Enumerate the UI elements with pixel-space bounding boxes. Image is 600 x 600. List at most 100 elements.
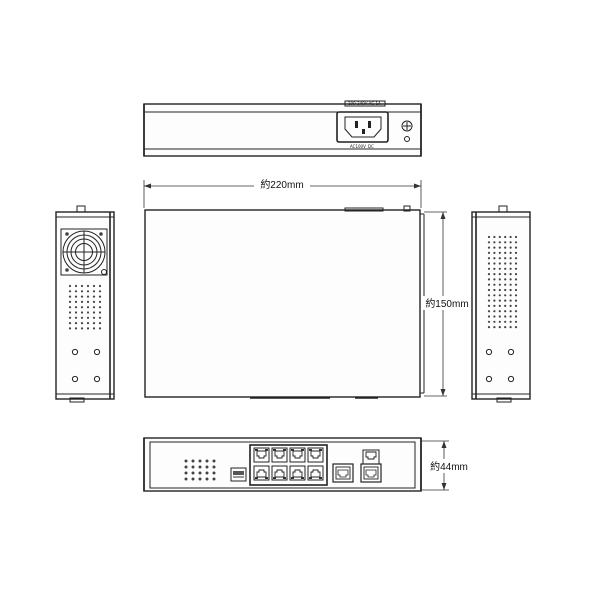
vent-hole <box>498 262 501 265</box>
ac-inlet <box>336 111 389 143</box>
led-hole <box>198 459 202 463</box>
vent-hole <box>509 257 512 260</box>
led-hole <box>212 459 216 463</box>
vent-hole <box>493 315 496 318</box>
vent-hole <box>493 235 496 239</box>
vent-hole <box>509 315 512 318</box>
vent-hole <box>514 273 518 276</box>
rear-view: 100-240V AC 1A AC100V DC <box>143 100 422 157</box>
vent-hole <box>493 273 496 276</box>
vent-hole <box>504 278 507 281</box>
front-view: 約44mm <box>143 437 472 492</box>
vent-hole <box>68 311 72 314</box>
vent-hole <box>98 311 102 314</box>
led-indicator-grid <box>184 459 216 481</box>
width-label: 約220mm <box>260 178 303 191</box>
vent-hole <box>514 288 518 292</box>
vent-hole <box>487 326 491 329</box>
vent-hole <box>74 306 78 309</box>
vent-hole <box>509 283 512 286</box>
vent-hole <box>498 257 501 260</box>
vent-hole <box>487 294 491 297</box>
vent-hole <box>509 262 512 265</box>
vent-hole <box>514 320 518 323</box>
vent-hole <box>509 246 512 249</box>
vent-hole <box>498 310 501 313</box>
vent-hole <box>92 311 96 314</box>
power-label: AC100V <box>350 144 366 149</box>
vent-hole <box>98 306 102 309</box>
vent-hole <box>74 316 78 319</box>
vent-hole <box>509 241 512 244</box>
vent-hole <box>493 267 496 270</box>
vent-hole <box>493 299 496 302</box>
vent-hole <box>498 235 501 239</box>
vent-hole <box>487 315 491 318</box>
vent-hole <box>487 257 491 260</box>
vent-hole <box>74 295 78 298</box>
rj45-port <box>253 447 270 463</box>
vent-hole <box>509 320 512 323</box>
vent-hole <box>74 327 78 330</box>
vent-hole <box>514 262 518 265</box>
vent-hole <box>487 299 491 302</box>
sfp-port <box>360 449 382 483</box>
vent-hole <box>504 299 507 302</box>
vent-hole <box>80 290 84 293</box>
vent-hole <box>504 288 507 292</box>
vent-hole <box>514 304 518 307</box>
vent-hole <box>487 304 491 307</box>
led-hole <box>205 465 209 469</box>
sfp-port-block <box>332 449 382 483</box>
vent-hole <box>514 278 518 281</box>
vent-hole <box>493 288 496 292</box>
vent-hole <box>487 283 491 286</box>
led-hole <box>191 477 195 481</box>
vent-hole <box>509 310 512 313</box>
vent-hole <box>493 278 496 281</box>
vent-hole <box>92 306 96 309</box>
vent-hole <box>86 284 90 288</box>
led-hole <box>198 471 202 475</box>
vent-hole <box>68 306 72 309</box>
vent-hole <box>493 262 496 265</box>
vent-hole <box>509 267 512 270</box>
vent-hole <box>68 290 72 293</box>
vent-hole <box>493 320 496 323</box>
vent-hole <box>514 283 518 286</box>
vent-hole <box>86 316 90 319</box>
height-label: 約44mm <box>430 460 468 473</box>
vent-hole <box>498 326 501 329</box>
vent-hole <box>487 246 491 249</box>
vent-hole <box>86 306 90 309</box>
right-side-view <box>471 205 531 403</box>
top-view: 約220mm 約150mm <box>143 177 472 399</box>
left-side-view <box>55 205 115 403</box>
led-hole <box>212 477 216 481</box>
depth-label: 約150mm <box>425 297 468 310</box>
vent-hole <box>487 273 491 276</box>
vent-hole <box>92 290 96 293</box>
vent-hole <box>498 273 501 276</box>
vent-hole <box>493 304 496 307</box>
vent-hole <box>68 300 72 303</box>
vent-hole <box>509 299 512 302</box>
vent-hole <box>493 251 496 254</box>
vent-hole <box>498 278 501 281</box>
vent-hole <box>498 304 501 307</box>
vent-hole <box>504 241 507 244</box>
vent-hole <box>509 326 512 329</box>
vent-hole <box>80 295 84 298</box>
vent-grid-left <box>68 284 102 330</box>
vent-hole <box>74 284 78 288</box>
vent-hole <box>498 315 501 318</box>
vent-hole <box>487 310 491 313</box>
vent-hole <box>514 241 518 244</box>
vent-hole <box>92 284 96 288</box>
vent-hole <box>493 246 496 249</box>
vent-hole <box>98 316 102 319</box>
vent-hole <box>514 299 518 302</box>
vent-hole <box>493 257 496 260</box>
led-hole <box>205 477 209 481</box>
led-hole <box>198 465 202 469</box>
